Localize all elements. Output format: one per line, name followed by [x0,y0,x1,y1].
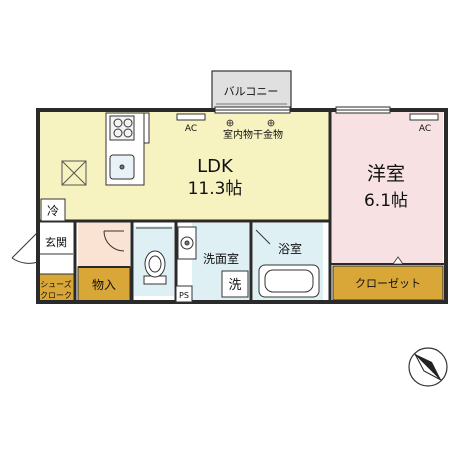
balcony [211,70,292,110]
closet [332,265,444,301]
windows [214,106,391,114]
closet-label: クローゼット [355,277,421,290]
ps-label: PS [179,291,189,300]
washer-space [221,270,249,298]
north-arrow-icon [408,347,448,387]
entrance-floor [78,221,130,267]
fridge-space [40,198,66,222]
wash-basin [177,226,197,260]
toilet [143,250,167,285]
western-floor [330,110,443,264]
bathtub [258,264,320,298]
entrance-door [11,231,39,264]
balcony-label: バルコニー [224,85,279,98]
drying-hardware-icons [226,119,275,127]
shoe-cloak-label-1: シューズ [40,279,72,289]
shoe-cloak-label-2: クローク [40,291,72,300]
storage-label: 物入 [92,278,116,292]
western-size: 6.1帖 [364,191,408,211]
bathroom-label: 浴室 [278,241,302,256]
hall-door [103,230,125,252]
washroom-label: 洗面室 [203,251,239,266]
ldk-name: LDK [197,156,234,177]
closet-door-mark [392,256,404,265]
ac-label-ldk: AC [185,124,197,134]
pipe-space [175,285,193,303]
drying-hardware-label: 室内物干金物 [223,128,283,141]
ac-unit-ldk [176,113,206,121]
ldk-size: 11.3帖 [188,179,243,199]
western-name: 洋室 [367,163,405,185]
washer-label: 洗 [228,278,241,293]
entrance-label: 玄関 [45,235,67,249]
ac-label-western: AC [419,124,431,134]
pipe-space-box [61,160,87,186]
ac-unit-western [409,113,439,121]
kitchen-counter [105,112,150,186]
fridge-label: 冷 [47,204,59,218]
ldk-floor [38,110,330,221]
walls [36,108,448,304]
